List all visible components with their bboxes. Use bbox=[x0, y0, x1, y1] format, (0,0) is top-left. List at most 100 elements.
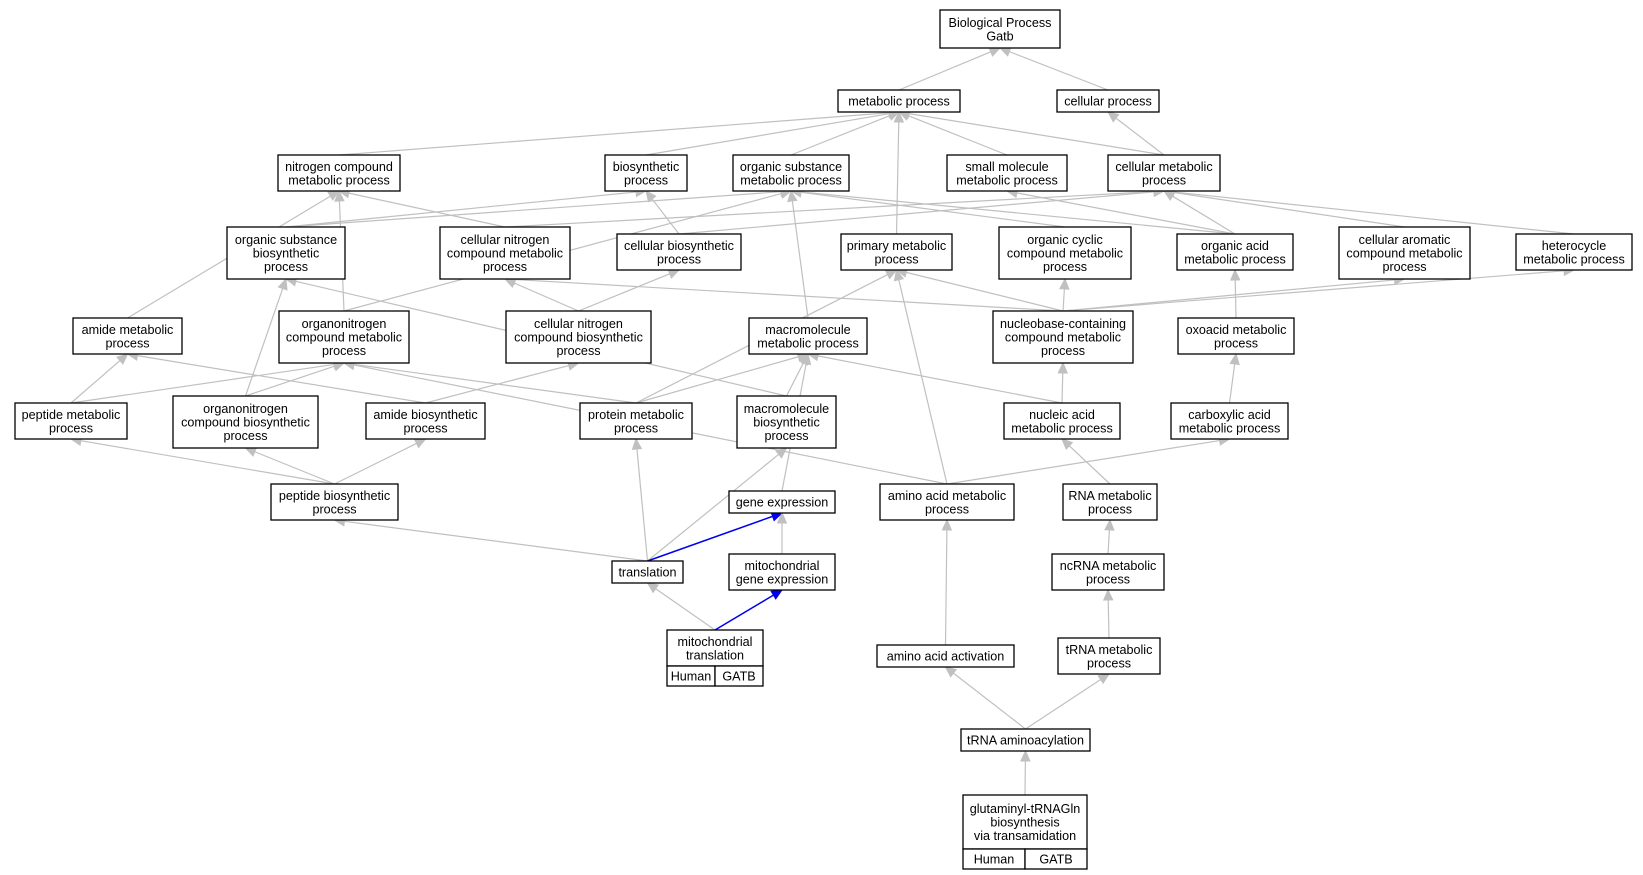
node-box bbox=[1051, 553, 1165, 591]
edge-nucleobase-to-heterocycle bbox=[1062, 265, 1576, 312]
annotation-gatb: GATB bbox=[714, 665, 764, 687]
node-box bbox=[172, 395, 319, 449]
node-label-line: cellular process bbox=[1064, 95, 1152, 109]
node-box bbox=[278, 310, 410, 364]
go-term-trna-aa[interactable]: tRNA aminoacylation bbox=[960, 728, 1091, 752]
edge-peptide-bp-to-amide-bp bbox=[334, 438, 427, 485]
edge-aa-act-to-aa-mp bbox=[941, 518, 953, 646]
edge-carboxylic-to-oxoacid bbox=[1228, 352, 1240, 404]
go-term-aa-act[interactable]: amino acid activation bbox=[876, 644, 1015, 668]
node-box bbox=[960, 728, 1091, 752]
node-label-line: cellular aromatic bbox=[1359, 233, 1451, 247]
edge-trna-mp-to-ncrna bbox=[1102, 588, 1114, 639]
node-label-line: process bbox=[556, 344, 600, 358]
node-label-line: cellular nitrogen bbox=[461, 233, 550, 247]
node-box bbox=[1057, 637, 1161, 675]
edge-cell-nitro-mp-to-cell-metab bbox=[504, 186, 1166, 228]
edge-nucleic-to-nucleobase bbox=[1057, 361, 1069, 404]
node-label-line: protein metabolic bbox=[588, 408, 684, 422]
node-label-line: process bbox=[624, 173, 668, 187]
node-label-line: process bbox=[1088, 502, 1132, 516]
node-label-line: process bbox=[1043, 260, 1087, 274]
node-label-line: process bbox=[1214, 336, 1258, 350]
node-label-line: metabolic process bbox=[1011, 421, 1113, 435]
edge-amide-bp-to-cell-nitro-bp bbox=[425, 360, 580, 404]
edge-glutaminyl-to-trna-aa bbox=[1020, 749, 1031, 796]
node-label-line: cellular nitrogen bbox=[534, 317, 623, 331]
node-box bbox=[732, 154, 850, 192]
node-box bbox=[579, 402, 693, 440]
node-box bbox=[1107, 154, 1221, 192]
node-box bbox=[1176, 233, 1294, 271]
node-label-line: process bbox=[223, 429, 267, 443]
node-label-line: compound metabolic bbox=[447, 247, 563, 261]
node-label-line: metabolic process bbox=[757, 336, 859, 350]
edge-metabolic-to-bp bbox=[898, 47, 1002, 91]
go-term-gene-expr[interactable]: gene expression bbox=[728, 490, 836, 514]
edge-layer bbox=[69, 46, 1576, 796]
node-label-line: organic substance bbox=[235, 233, 337, 247]
edge-nitrogen-cm-to-metabolic bbox=[338, 107, 901, 156]
node-label-line: macromolecule bbox=[765, 323, 850, 337]
node-box bbox=[736, 395, 837, 449]
node-label-line: process bbox=[925, 502, 969, 516]
node-label-line: amino acid metabolic bbox=[888, 489, 1006, 503]
node-label-line: small molecule bbox=[965, 160, 1048, 174]
node-label-line: via transamidation bbox=[974, 829, 1076, 843]
node-label-line: compound metabolic bbox=[1346, 247, 1462, 261]
node-label-line: process bbox=[1086, 572, 1130, 586]
node-label-line: process bbox=[1087, 656, 1131, 670]
node-label-line: biosynthetic bbox=[753, 416, 820, 430]
node-label-line: RNA metabolic bbox=[1068, 489, 1151, 503]
node-label-line: macromolecule bbox=[744, 402, 829, 416]
edge-mito-ge-to-gene-expr bbox=[776, 511, 788, 554]
go-term-cellular[interactable]: cellular process bbox=[1056, 89, 1160, 113]
go-term-metabolic[interactable]: metabolic process bbox=[837, 89, 961, 113]
node-box bbox=[277, 154, 401, 192]
node-box bbox=[998, 226, 1132, 280]
node-label-line: glutaminyl-tRNAGln bbox=[970, 802, 1081, 816]
node-box bbox=[270, 483, 399, 521]
go-term-translation[interactable]: translation bbox=[611, 560, 684, 584]
edge-org-sub-mp-to-metabolic bbox=[790, 110, 901, 156]
node-label-line: process bbox=[105, 336, 149, 350]
node-box bbox=[1170, 402, 1289, 440]
node-box bbox=[365, 402, 486, 440]
